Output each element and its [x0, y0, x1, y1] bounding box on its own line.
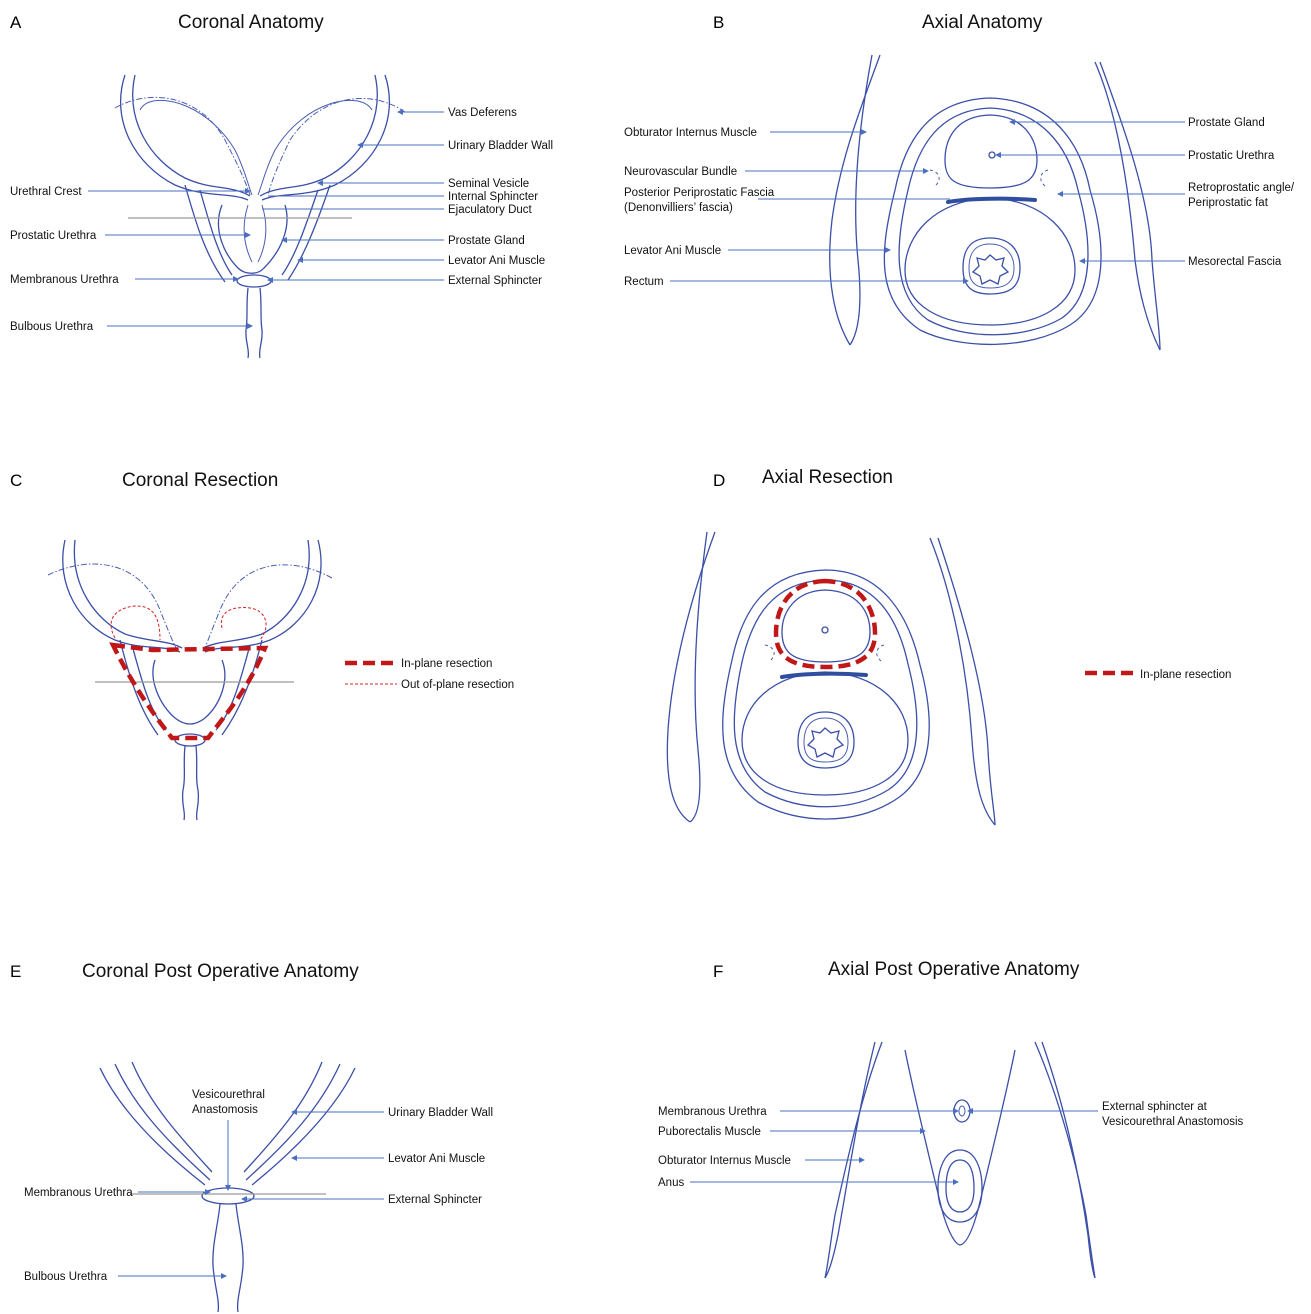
panel-f-letter: F: [713, 962, 723, 981]
out-of-plane-resection-left: [111, 606, 160, 640]
label-membranous-urethra-f: Membranous Urethra: [658, 1106, 767, 1118]
label-neurovascular-bundle: Neurovascular Bundle: [624, 166, 737, 178]
label-posterior-periprostatic-fascia: Posterior Periprostatic Fascia: [624, 187, 775, 199]
axial-anatomy-drawing: [830, 55, 1160, 350]
panel-b: B Axial Anatomy: [624, 12, 1295, 350]
label-prostate-gland-b: Prostate Gland: [1188, 117, 1265, 129]
label-internal-sphincter: Internal Sphincter: [448, 191, 538, 203]
label-vas-deferens: Vas Deferens: [448, 107, 517, 119]
label-retroprostatic-angle: Retroprostatic angle/: [1188, 182, 1295, 194]
label-bulbous-urethra-e: Bulbous Urethra: [24, 1271, 108, 1283]
label-rectum: Rectum: [624, 276, 664, 288]
label-external-sphincter-at: External sphincter at: [1102, 1101, 1208, 1113]
label-puborectalis-muscle: Puborectalis Muscle: [658, 1126, 761, 1138]
panel-e: E Coronal Post Operative Anatomy Vesicou…: [10, 961, 493, 1312]
panel-c: C Coronal Resection In-plane resection O…: [10, 470, 514, 820]
label-seminal-vesicle: Seminal Vesicle: [448, 178, 529, 190]
coronal-anatomy-drawing: [115, 75, 405, 358]
denonvilliers-fascia: [948, 199, 1035, 202]
label-prostatic-urethra-b: Prostatic Urethra: [1188, 150, 1275, 162]
axial-resection-drawing: [667, 532, 995, 825]
panel-b-title: Axial Anatomy: [922, 12, 1043, 33]
label-prostatic-urethra: Prostatic Urethra: [10, 230, 97, 242]
label-urethral-crest: Urethral Crest: [10, 186, 82, 198]
panel-d-letter: D: [713, 471, 725, 490]
label-denonvilliers-fascia: (Denonvilliers’ fascia): [624, 202, 733, 214]
panel-f-title: Axial Post Operative Anatomy: [828, 959, 1080, 980]
legend-out-of-plane-label: Out of-plane resection: [401, 679, 514, 691]
label-anastomosis: Anastomosis: [192, 1104, 258, 1116]
label-urinary-bladder-wall-e: Urinary Bladder Wall: [388, 1107, 493, 1119]
legend-in-plane-label: In-plane resection: [401, 658, 492, 670]
panel-a-letter: A: [10, 13, 22, 32]
label-prostate-gland: Prostate Gland: [448, 235, 525, 247]
label-bulbous-urethra: Bulbous Urethra: [10, 321, 94, 333]
label-anus: Anus: [658, 1177, 684, 1189]
panel-a-title: Coronal Anatomy: [178, 12, 324, 33]
panel-b-letter: B: [713, 13, 724, 32]
label-levator-ani-muscle-e: Levator Ani Muscle: [388, 1153, 485, 1165]
label-membranous-urethra-e: Membranous Urethra: [24, 1187, 133, 1199]
label-urinary-bladder-wall: Urinary Bladder Wall: [448, 140, 553, 152]
label-ejaculatory-duct: Ejaculatory Duct: [448, 204, 533, 216]
label-obturator-internus-f: Obturator Internus Muscle: [658, 1155, 791, 1167]
label-external-sphincter: External Sphincter: [448, 275, 542, 287]
label-external-sphincter-e: External Sphincter: [388, 1194, 482, 1206]
label-levator-ani-muscle-b: Levator Ani Muscle: [624, 245, 721, 257]
panel-e-letter: E: [10, 962, 21, 981]
label-vesicourethral-anastomosis: Vesicourethral Anastomosis: [1102, 1116, 1244, 1128]
label-obturator-internus: Obturator Internus Muscle: [624, 127, 757, 139]
panel-d: D Axial Resection In-plane resection: [667, 467, 1231, 825]
axial-post-op-drawing: [825, 1042, 1095, 1278]
panel-f: F Axial Post Operative Anatomy Membranou…: [658, 959, 1244, 1278]
panel-c-title: Coronal Resection: [122, 470, 278, 491]
label-membranous-urethra: Membranous Urethra: [10, 274, 119, 286]
label-periprostatic-fat: Periprostatic fat: [1188, 197, 1269, 209]
legend-d-in-plane-label: In-plane resection: [1140, 669, 1231, 681]
panel-a: A Coronal Anatomy: [10, 12, 553, 358]
label-mesorectal-fascia: Mesorectal Fascia: [1188, 256, 1282, 268]
label-levator-ani-muscle: Levator Ani Muscle: [448, 255, 545, 267]
panel-e-title: Coronal Post Operative Anatomy: [82, 961, 359, 982]
panel-d-title: Axial Resection: [762, 467, 893, 488]
label-vesicourethral: Vesicourethral: [192, 1089, 265, 1101]
panel-c-letter: C: [10, 471, 22, 490]
coronal-resection-drawing: [48, 540, 332, 820]
